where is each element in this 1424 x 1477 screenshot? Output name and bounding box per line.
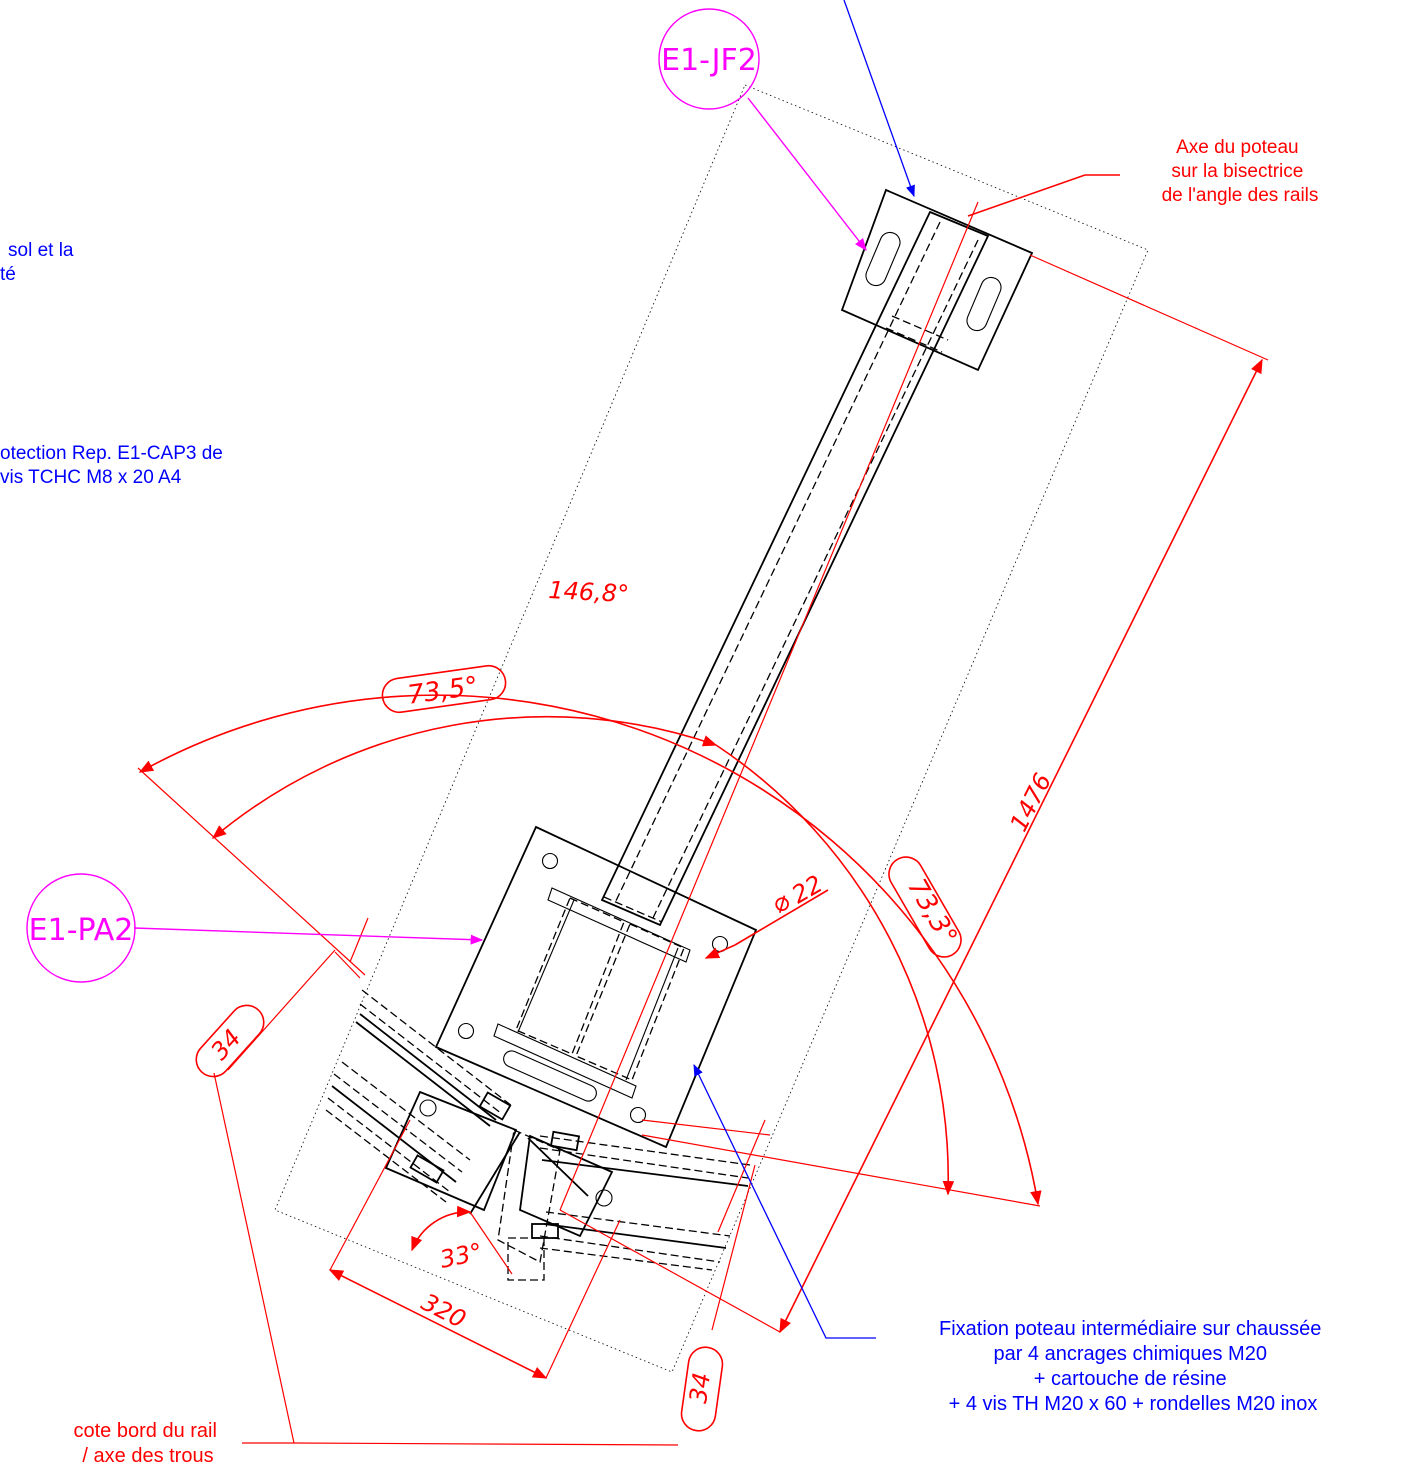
ref-circle-top	[658, 8, 760, 110]
envelope-outline	[274, 84, 1149, 1373]
dim-diameter: 22	[787, 870, 827, 910]
dim-edge-left: 34	[205, 1024, 246, 1065]
ref-base-label: E1-PA2	[29, 913, 134, 948]
dim-bubble-73-3	[888, 856, 962, 958]
leader-fixation	[693, 1063, 876, 1339]
note-edge: cote bord du rail / axe des trous	[74, 1420, 223, 1467]
dim-bubble-34-left	[195, 1004, 265, 1078]
ref-top-label: E1-JF2	[661, 43, 757, 78]
dim-total-angle: 146,8°	[548, 576, 630, 608]
rails	[325, 989, 751, 1281]
note-fixation: Fixation poteau intermédiaire sur chauss…	[939, 1318, 1327, 1415]
dim-bubble-73-5	[381, 664, 507, 714]
note-left-top: sol et la té	[0, 240, 79, 285]
note-axis: Axe du poteau sur la bisectrice de l'ang…	[1162, 137, 1319, 206]
leader-top	[843, 0, 915, 198]
dimension-lines	[137, 174, 1269, 1446]
dim-height: 1476	[1005, 769, 1058, 836]
dim-bubble-34-bottom	[680, 1346, 724, 1432]
dim-angle-right: 73,3°	[901, 874, 962, 950]
note-left-mid: otection Rep. E1-CAP3 de vis TCHC M8 x 2…	[0, 443, 228, 488]
dim-edge-bottom: 34	[684, 1371, 716, 1405]
dim-small-angle: 33°	[437, 1238, 484, 1274]
dim-angle-left: 73,5°	[406, 671, 480, 711]
